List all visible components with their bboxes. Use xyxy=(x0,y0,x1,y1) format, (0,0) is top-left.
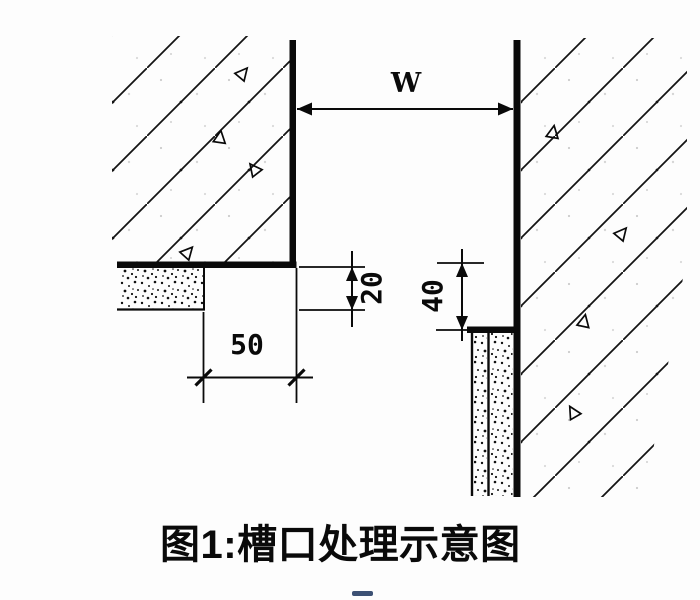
arrow-up-icon xyxy=(346,267,358,281)
left-depth-dimension-label: 20 xyxy=(355,271,388,305)
left-wall-section xyxy=(112,36,297,268)
arrow-left-icon xyxy=(297,102,312,116)
right-depth-dimension-label: 40 xyxy=(416,279,449,313)
text-cursor-dash xyxy=(352,591,373,596)
concrete-triangle-marker xyxy=(211,128,227,145)
concrete-triangle-marker xyxy=(575,312,590,329)
arrow-right-icon xyxy=(498,102,513,116)
dimension-tick-icon xyxy=(287,368,306,387)
left-wall-edge xyxy=(289,40,296,268)
width-dimension: W xyxy=(297,68,513,116)
concrete-triangle-marker xyxy=(178,245,194,262)
right-wall-hatch-region xyxy=(521,38,687,497)
offset-dimension-label: 50 xyxy=(230,328,264,361)
concrete-triangle-marker xyxy=(612,226,628,243)
concrete-triangle-marker xyxy=(544,123,560,140)
width-dimension-label: W xyxy=(390,68,422,99)
figure-caption: 图1:槽口处理示意图 xyxy=(160,523,521,567)
mortar-column-cap xyxy=(467,326,521,333)
left-depth-dimension: 20 xyxy=(299,251,388,327)
concrete-triangle-marker xyxy=(248,162,264,179)
right-depth-dimension: 40 xyxy=(416,249,484,341)
concrete-triangle-marker xyxy=(568,404,583,422)
left-ledge-edge xyxy=(117,261,297,268)
right-wall-edge xyxy=(513,40,521,497)
left-mortar-stipple xyxy=(119,268,204,309)
arrow-down-icon xyxy=(346,296,358,310)
right-wall-section xyxy=(513,38,687,497)
concrete-triangle-marker xyxy=(233,66,249,83)
left-mortar-block xyxy=(117,268,205,311)
offset-dimension: 50 xyxy=(187,268,313,403)
mortar-strip-outer xyxy=(474,333,487,496)
dimension-tick-icon xyxy=(194,368,213,387)
mortar-strip-inner xyxy=(490,333,513,496)
arrow-down-icon xyxy=(456,316,468,330)
left-wall-hatch-region xyxy=(112,36,290,262)
arrow-up-icon xyxy=(456,263,468,277)
right-mortar-column xyxy=(467,326,521,496)
